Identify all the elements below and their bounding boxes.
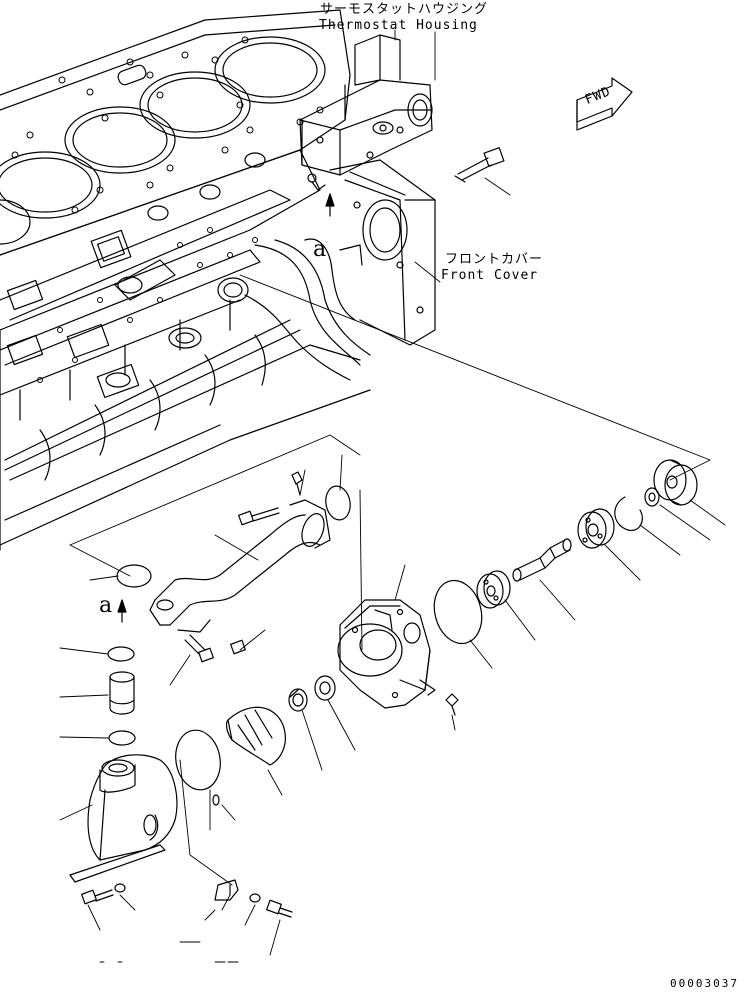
lower-bolts (81, 883, 293, 918)
pump-pulley (653, 459, 698, 506)
pump-washer (644, 487, 660, 507)
pump-bearing (577, 508, 615, 549)
drawing-number: 00003037 (670, 977, 739, 990)
fwd-arrow-icon (576, 77, 633, 131)
thermostat-housing (299, 34, 433, 191)
water-passage (217, 238, 371, 381)
view-label-a-upper: a (313, 237, 328, 262)
pump-bearing-2 (476, 570, 511, 609)
snap-ring (614, 496, 643, 532)
small-o-ring (212, 794, 220, 806)
leader-lines (59, 29, 726, 956)
pipe-o-ring-upper (325, 485, 351, 521)
view-label-a-lower: a (99, 593, 114, 618)
pipe-o-ring-left (116, 564, 152, 588)
thermostat-housing-label-jp: サーモスタットハウジング (320, 2, 489, 17)
pump-o-ring-large (433, 579, 483, 645)
pump-o-ring-medium (175, 729, 221, 791)
bottom-fragments (99, 941, 239, 963)
pump-impeller (225, 706, 286, 766)
cylinder-block (0, 9, 371, 551)
thermostat-housing-label-en: Thermostat Housing (319, 18, 478, 33)
o-ring-small-1 (107, 646, 135, 662)
front-cover-label-en: Front Cover (441, 268, 539, 283)
pump-body (337, 599, 436, 709)
long-bolt (454, 147, 505, 183)
front-cover-label-jp: フロントカバー (445, 252, 544, 267)
front-cover (329, 159, 436, 346)
pump-seal (288, 675, 336, 712)
connector-tube (109, 671, 135, 715)
view-arrow-upper (325, 193, 335, 217)
view-arrow-lower (117, 599, 127, 623)
o-ring-small-2 (108, 730, 136, 746)
bracket (214, 879, 239, 901)
small-bolt-pump (445, 693, 459, 716)
elbow-housing (69, 754, 178, 883)
pipe-bolts (184, 471, 303, 663)
water-pipe (149, 499, 331, 633)
pump-shaft (512, 538, 572, 582)
